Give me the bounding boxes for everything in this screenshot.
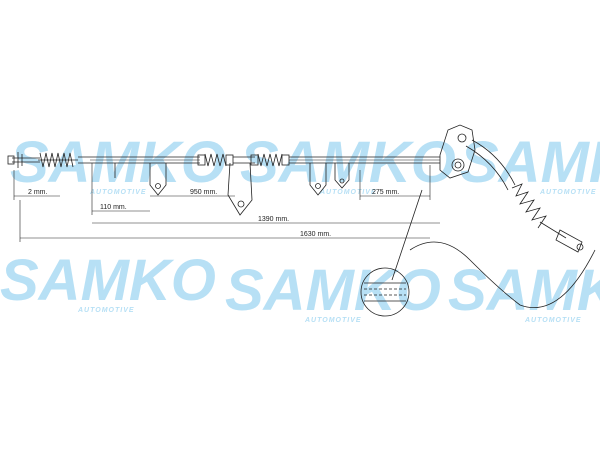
watermark-sub: AUTOMOTIVE — [89, 189, 147, 196]
dim-label-275mm: 275 mm. — [372, 189, 399, 196]
watermark-mid-center: SAMKO AUTOMOTIVE — [225, 258, 441, 324]
watermark-mid-right: SAMKO AUTOMOTIVE — [448, 258, 600, 324]
dim-label-1630mm: 1630 mm. — [300, 231, 331, 238]
bracket-1 — [114, 163, 167, 196]
watermark-brand: SAMKO — [460, 130, 600, 195]
routing-outline — [409, 241, 596, 309]
bracket-3 — [309, 163, 327, 196]
sheath-curve — [465, 139, 516, 191]
left-spring — [38, 152, 78, 168]
watermark-brand: SAMKO — [448, 258, 600, 323]
watermark-brand: SAMKO — [10, 130, 226, 195]
watermark-brand: SAMKO — [0, 248, 216, 313]
dim-label-1390mm: 1390 mm. — [258, 216, 289, 223]
sheath-right — [289, 156, 440, 164]
dimension-labels: 2 mm. 110 mm. 950 mm. 275 mm. 1390 mm. 1… — [28, 189, 399, 238]
watermark-sub: AUTOMOTIVE — [524, 317, 582, 324]
watermark-sub: AUTOMOTIVE — [319, 189, 377, 196]
dim-label-2mm: 2 mm. — [28, 189, 48, 196]
watermark-far-right: SAMKO AUTOMOTIVE — [460, 130, 600, 196]
watermark-brand: SAMKO — [240, 130, 456, 195]
dim-label-110mm: 110 mm. — [100, 204, 127, 211]
section-callout — [360, 189, 423, 317]
bracket-4 — [334, 163, 350, 189]
left-end-fitting — [7, 152, 40, 168]
right-spring — [511, 183, 547, 229]
watermark-brand: SAMKO — [225, 258, 441, 323]
watermark-sub: AUTOMOTIVE — [304, 317, 362, 324]
cable-assembly — [7, 124, 596, 317]
right-end-fitting — [539, 221, 584, 253]
sheath-left — [78, 156, 200, 164]
watermark-sub: AUTOMOTIVE — [539, 189, 597, 196]
dim-label-950mm: 950 mm. — [190, 189, 217, 196]
dimension-lines — [13, 163, 440, 242]
bracket-2 — [227, 162, 253, 216]
right-mount-plate — [439, 124, 476, 179]
watermark-top-left: SAMKO AUTOMOTIVE — [10, 130, 226, 196]
watermark-top-right: SAMKO AUTOMOTIVE — [240, 130, 456, 196]
watermark-group: SAMKO AUTOMOTIVE SAMKO AUTOMOTIVE SAMKO … — [0, 130, 600, 324]
watermark-mid-left: SAMKO AUTOMOTIVE — [0, 248, 216, 314]
watermark-sub: AUTOMOTIVE — [77, 307, 135, 314]
